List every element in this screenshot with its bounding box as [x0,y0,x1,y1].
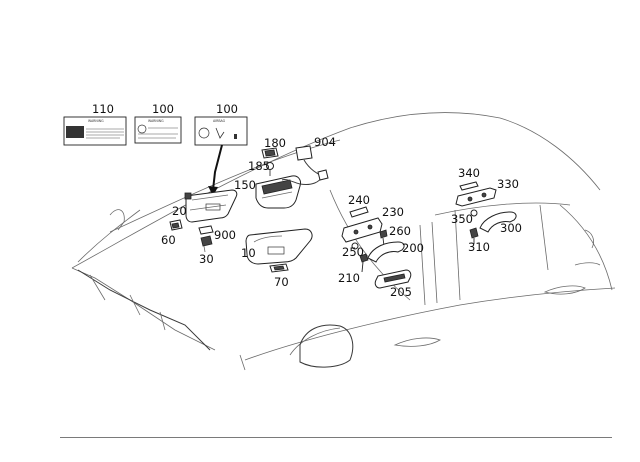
wiper-arm [77,269,211,351]
fender-curve [289,327,341,356]
beltline [244,287,616,361]
visor-panel-right [245,228,313,265]
sun-visor-left [184,189,238,223]
label-pointer-arrow [208,144,223,196]
callout-300: 300 [500,221,522,235]
screw-260 [379,229,388,239]
harness-wire [281,159,323,185]
visor-clip-70 [269,263,289,273]
warning-label-110: WARNING [63,116,127,146]
rear-roof-edge [434,202,571,216]
bracket-230 [341,217,383,243]
pin-210 [359,253,369,263]
callout-340: 340 [458,166,480,180]
cover-240 [349,206,369,218]
wiring-harness-904 [281,145,329,185]
callout-100-b: 100 [216,102,238,116]
callout-20: 20 [172,204,187,218]
callout-200: 200 [402,241,424,255]
roof-line [71,112,601,269]
callout-10: 10 [241,246,256,260]
rear-quarter-line [574,262,601,266]
callout-150: 150 [234,178,256,192]
car-body-outline [71,112,616,371]
vanity-mirror-right [267,246,285,255]
bulb-185 [266,162,274,176]
right-mirror [299,324,354,368]
callout-labels: 110 100 100 180 904 185 150 20 60 900 30… [92,102,522,299]
callout-310: 310 [468,240,490,254]
callout-110: 110 [92,102,114,116]
wiper-detail [89,274,166,331]
sun-visor-right [245,228,313,265]
b-pillar-front [419,224,426,306]
label-airbag-text: AIRBAG [213,119,226,123]
callout-210: 210 [338,271,360,285]
a-pillar-left [77,209,141,263]
callout-30: 30 [199,252,214,266]
label-pictogram [66,126,84,138]
callout-900: 900 [214,228,236,242]
left-mirror [109,209,125,231]
front-door-handle [393,337,441,347]
lamp-180 [261,147,279,159]
rear-detail [584,229,594,249]
nut-250 [351,242,359,250]
callout-185: 185 [248,159,270,173]
pin-310 [469,227,479,239]
grab-handle-200 [367,241,405,263]
grab-handle-front-group [341,206,412,289]
b-pillar-rear [431,221,438,304]
callout-60: 60 [161,233,176,247]
nut-350 [470,209,478,217]
callout-180: 180 [264,136,286,150]
hood-edge [239,354,246,371]
rear-door-handle [543,285,586,295]
cover-340 [459,181,479,191]
grab-handle-rear-group [455,181,517,244]
visor-mount-900-30 [198,225,214,253]
warning-label-100-b: AIRBAG [194,116,248,146]
callout-250: 250 [342,245,364,259]
callout-70: 70 [274,275,289,289]
rear-door-edge [454,209,461,301]
footer-divider [60,437,612,438]
callout-230: 230 [382,205,404,219]
callout-904: 904 [314,135,336,149]
overhead-console [255,175,301,209]
callout-205: 205 [390,285,412,299]
warning-label-100-a: WARNING [134,116,182,144]
label-warning-text: WARNING [88,119,104,123]
harness-connector [295,145,313,161]
console-top [261,179,293,195]
callout-260: 260 [389,224,411,238]
visor-pivot [184,192,192,200]
visor-panel [185,189,238,223]
bracket-330 [455,187,497,207]
label-sticker-box [134,116,182,144]
console-housing [255,175,301,209]
grab-handle-300 [479,211,517,233]
rear-window-edge [559,204,613,291]
callout-240: 240 [348,193,370,207]
label-sticker-box [194,116,248,146]
callout-350: 350 [451,212,473,226]
vanity-mirror [205,203,221,211]
visor-clip-60 [169,219,183,231]
callout-330: 330 [497,177,519,191]
label-warning-text-2: WARNING [148,119,164,123]
c-pillar [539,204,549,271]
callout-100-a: 100 [152,102,174,116]
